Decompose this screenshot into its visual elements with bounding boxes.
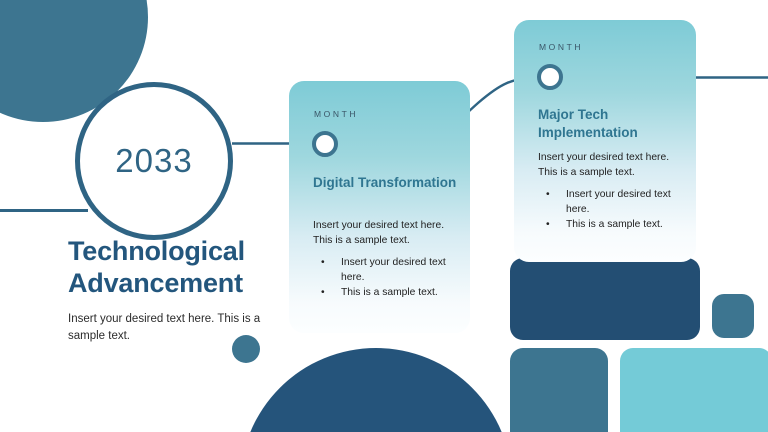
card-bullet-list: • Insert your desired text here. • This …	[313, 256, 468, 302]
card-content: MONTH Major Tech Implementation Insert y…	[514, 20, 696, 262]
year-label: 2033	[115, 142, 193, 179]
decor-rect-navy	[510, 258, 700, 340]
card-title: Digital Transformation	[313, 175, 457, 190]
bullet-icon: •	[321, 287, 325, 299]
decor-rect-teal-medium	[510, 348, 608, 432]
card-background	[289, 81, 470, 333]
list-item-label: Insert your desired text here.	[341, 257, 446, 283]
list-item: • Insert your desired text here.	[538, 188, 696, 217]
list-item-label: This is a sample text.	[566, 219, 663, 231]
card-body-text: Insert your desired text here. This is a…	[538, 152, 670, 178]
list-item-label: This is a sample text.	[341, 287, 438, 299]
decor-rect-cyan	[620, 348, 768, 432]
card-bullet-list: • Insert your desired text here. • This …	[538, 188, 696, 234]
decor-rule-left	[0, 209, 88, 212]
list-item: • This is a sample text.	[538, 218, 696, 233]
card-month-label: MONTH	[314, 109, 359, 119]
card-background	[514, 20, 696, 262]
bullet-icon: •	[321, 257, 325, 268]
card-title: Major Tech Implementation	[538, 107, 638, 140]
card-month-label: MONTH	[539, 42, 584, 52]
page-title: Technological Advancement	[68, 236, 245, 298]
timeline-node-icon	[312, 131, 338, 157]
bullet-icon: •	[546, 219, 550, 231]
list-item: • This is a sample text.	[313, 286, 468, 301]
card-content: MONTH Digital Transformation Insert your…	[289, 81, 470, 333]
decor-rect-teal-small	[712, 294, 754, 338]
bullet-icon: •	[546, 189, 550, 200]
page-subtitle: Insert your desired text here. This is a…	[68, 313, 261, 342]
timeline-card-2[interactable]: MONTH Major Tech Implementation Insert y…	[514, 20, 696, 262]
year-circle: 2033	[75, 82, 233, 240]
list-item: • Insert your desired text here.	[313, 256, 468, 285]
decor-circle-bottom	[240, 348, 512, 432]
timeline-card-1[interactable]: MONTH Digital Transformation Insert your…	[289, 81, 470, 333]
list-item-label: Insert your desired text here.	[566, 189, 671, 215]
timeline-node-icon	[537, 64, 563, 90]
decor-dot-small	[232, 335, 260, 363]
card-body-text: Insert your desired text here. This is a…	[313, 220, 445, 246]
